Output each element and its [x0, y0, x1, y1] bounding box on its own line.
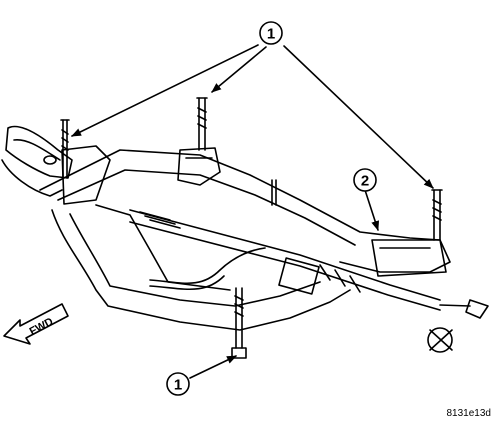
steering-rack: [129, 209, 489, 353]
callout-1-top: 1: [259, 21, 283, 45]
figure-code: 8131e13d: [447, 408, 492, 419]
leader-arrows: [71, 44, 434, 379]
mounting-bolt-right: [431, 189, 443, 241]
center-tube: [149, 179, 277, 291]
svg-text:1: 1: [174, 377, 182, 394]
forward-direction-arrow: FWD: [3, 303, 69, 345]
mounting-bolt-center: [196, 97, 208, 151]
svg-text:1: 1: [267, 26, 275, 43]
mounting-bolt-left: [60, 119, 70, 179]
callout-1-bottom: 1: [166, 372, 190, 396]
callout-2: 2: [353, 168, 377, 192]
crossmember-frame: [39, 145, 451, 331]
svg-text:2: 2: [361, 173, 369, 190]
left-control-arm: [1, 125, 73, 197]
mounting-bolt-bottom: [231, 287, 247, 359]
